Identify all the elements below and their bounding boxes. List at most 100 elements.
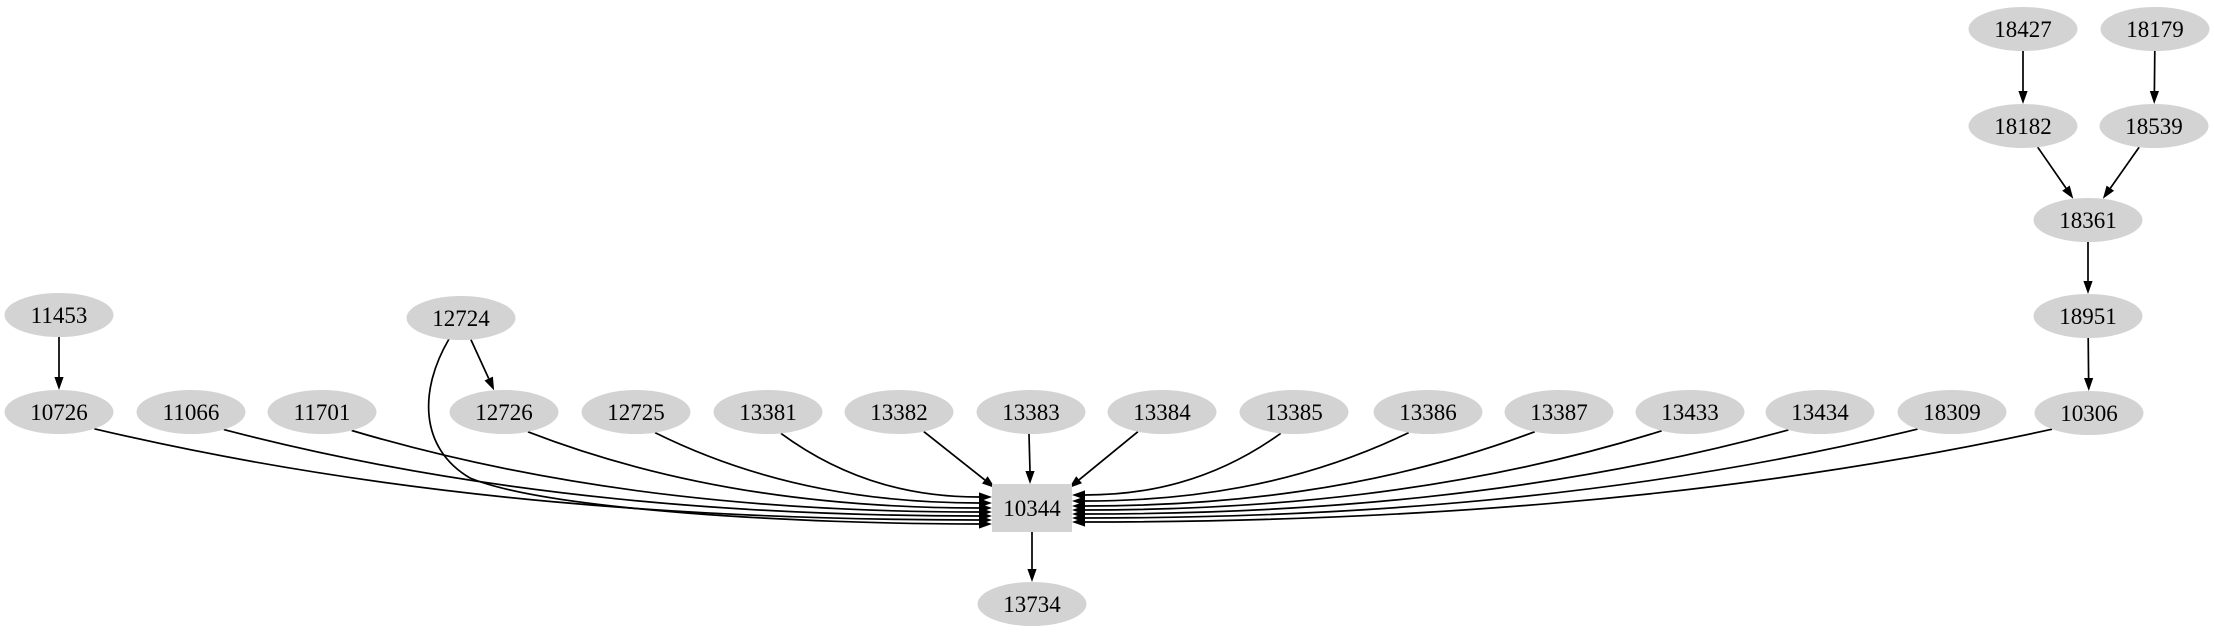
graph-edge-12725-10344: [654, 431, 992, 508]
arrowhead-icon: [1072, 517, 1085, 527]
graph-node-11701: 11701: [267, 390, 377, 434]
graph-node-18179: 18179: [2100, 7, 2210, 51]
graph-node-13387: 13387: [1504, 390, 1614, 434]
graph-node-13381: 13381: [713, 390, 823, 434]
graph-node-13382: 13382: [844, 390, 954, 434]
graph-node-10726: 10726: [4, 390, 114, 434]
node-label: 13386: [1399, 400, 1457, 425]
graph-node-18427: 18427: [1968, 7, 2078, 51]
edge-line: [654, 431, 980, 504]
node-ellipse-shape: [1239, 390, 1349, 434]
edge-line: [780, 432, 980, 498]
node-ellipse-shape: [2099, 104, 2209, 148]
graph-node-12724: 12724: [406, 296, 516, 340]
graph-edge-18539-18361: [2102, 146, 2140, 199]
node-ellipse-shape: [977, 582, 1087, 626]
graph-edge-12724-12726: [470, 339, 495, 391]
edge-line: [1084, 428, 2053, 523]
node-label: 13381: [739, 400, 797, 425]
edge-line: [94, 427, 980, 521]
node-ellipse-shape: [1107, 390, 1217, 434]
node-label: 13433: [1661, 400, 1719, 425]
node-label: 18182: [1994, 114, 2052, 139]
node-ellipse-shape: [844, 390, 954, 434]
node-ellipse-shape: [406, 296, 516, 340]
arrowhead-icon: [2062, 185, 2074, 199]
graph-node-13386: 13386: [1373, 390, 1483, 434]
node-label: 10726: [30, 400, 88, 425]
node-label: 12725: [607, 400, 665, 425]
graph-node-18951: 18951: [2033, 294, 2143, 338]
node-ellipse-shape: [2033, 198, 2143, 242]
arrowhead-icon: [2102, 185, 2115, 199]
arrowhead-icon: [1027, 569, 1037, 582]
node-label: 18951: [2059, 304, 2117, 329]
graph-edge-10344-13734: [1027, 532, 1037, 582]
node-box-shape: [992, 484, 1072, 532]
graph-node-13434: 13434: [1765, 390, 1875, 434]
edge-line: [527, 431, 980, 509]
node-ellipse-shape: [2034, 391, 2144, 435]
node-ellipse-shape: [581, 390, 691, 434]
edge-line: [1078, 431, 1139, 481]
node-label: 13434: [1791, 400, 1849, 425]
node-label: 10306: [2060, 401, 2118, 426]
arrowhead-icon: [982, 476, 995, 488]
edge-line: [351, 429, 980, 513]
graph-node-13383: 13383: [976, 390, 1086, 434]
node-label: 18539: [2125, 114, 2183, 139]
edge-line: [223, 428, 980, 517]
graph-node-12726: 12726: [449, 390, 559, 434]
graph-edge-18361-18951: [2083, 242, 2093, 294]
graph-node-18361: 18361: [2033, 198, 2143, 242]
node-ellipse-shape: [976, 390, 1086, 434]
graph-edge-11453-10726: [54, 337, 64, 390]
graph-edge-10306-10344: [1072, 428, 2053, 527]
graph-edge-13384-10344: [1069, 431, 1139, 488]
arrowhead-icon: [484, 376, 495, 391]
node-ellipse-shape: [1373, 390, 1483, 434]
node-ellipse-shape: [2033, 294, 2143, 338]
node-label: 12726: [475, 400, 533, 425]
edge-line: [427, 338, 980, 525]
node-label: 13734: [1003, 592, 1061, 617]
edge-line: [1084, 428, 1918, 519]
graph-node-10344: 10344: [992, 484, 1072, 532]
arrowhead-icon: [2018, 91, 2028, 104]
node-label: 18309: [1923, 400, 1981, 425]
node-ellipse-shape: [267, 390, 377, 434]
graph-edge-18427-18182: [2018, 51, 2028, 104]
node-ellipse-shape: [1765, 390, 1875, 434]
node-label: 10344: [1003, 496, 1061, 521]
graph-node-18539: 18539: [2099, 104, 2209, 148]
node-ellipse-shape: [1897, 390, 2007, 434]
edge-line: [1028, 433, 1031, 472]
graph-edge-13381-10344: [780, 432, 992, 502]
node-ellipse-shape: [1968, 104, 2078, 148]
arrowhead-icon: [2149, 91, 2159, 104]
node-label: 12724: [432, 306, 490, 331]
graph-node-13385: 13385: [1239, 390, 1349, 434]
graph-edge-18179-18539: [2149, 50, 2159, 104]
node-label: 13384: [1133, 400, 1191, 425]
graph-node-18309: 18309: [1897, 390, 2007, 434]
arrowhead-icon: [2083, 281, 2093, 294]
node-ellipse-shape: [2100, 7, 2210, 51]
node-ellipse-shape: [1968, 7, 2078, 51]
edge-line: [1084, 431, 1410, 502]
graph-node-10306: 10306: [2034, 391, 2144, 435]
graph-edge-18182-18361: [2037, 146, 2074, 199]
node-label: 18361: [2059, 208, 2117, 233]
arrowhead-icon: [1025, 471, 1035, 484]
graph-edge-13385-10344: [1072, 432, 1282, 500]
node-label: 11453: [31, 303, 88, 328]
graph-edge-13382-10344: [923, 430, 995, 488]
arrowhead-icon: [1072, 490, 1085, 500]
graph-node-13734: 13734: [977, 582, 1087, 626]
node-ellipse-shape: [136, 390, 246, 434]
graph-node-18182: 18182: [1968, 104, 2078, 148]
edge-line: [1084, 429, 1662, 511]
edge-line: [1084, 430, 1536, 507]
edge-line: [923, 430, 986, 481]
